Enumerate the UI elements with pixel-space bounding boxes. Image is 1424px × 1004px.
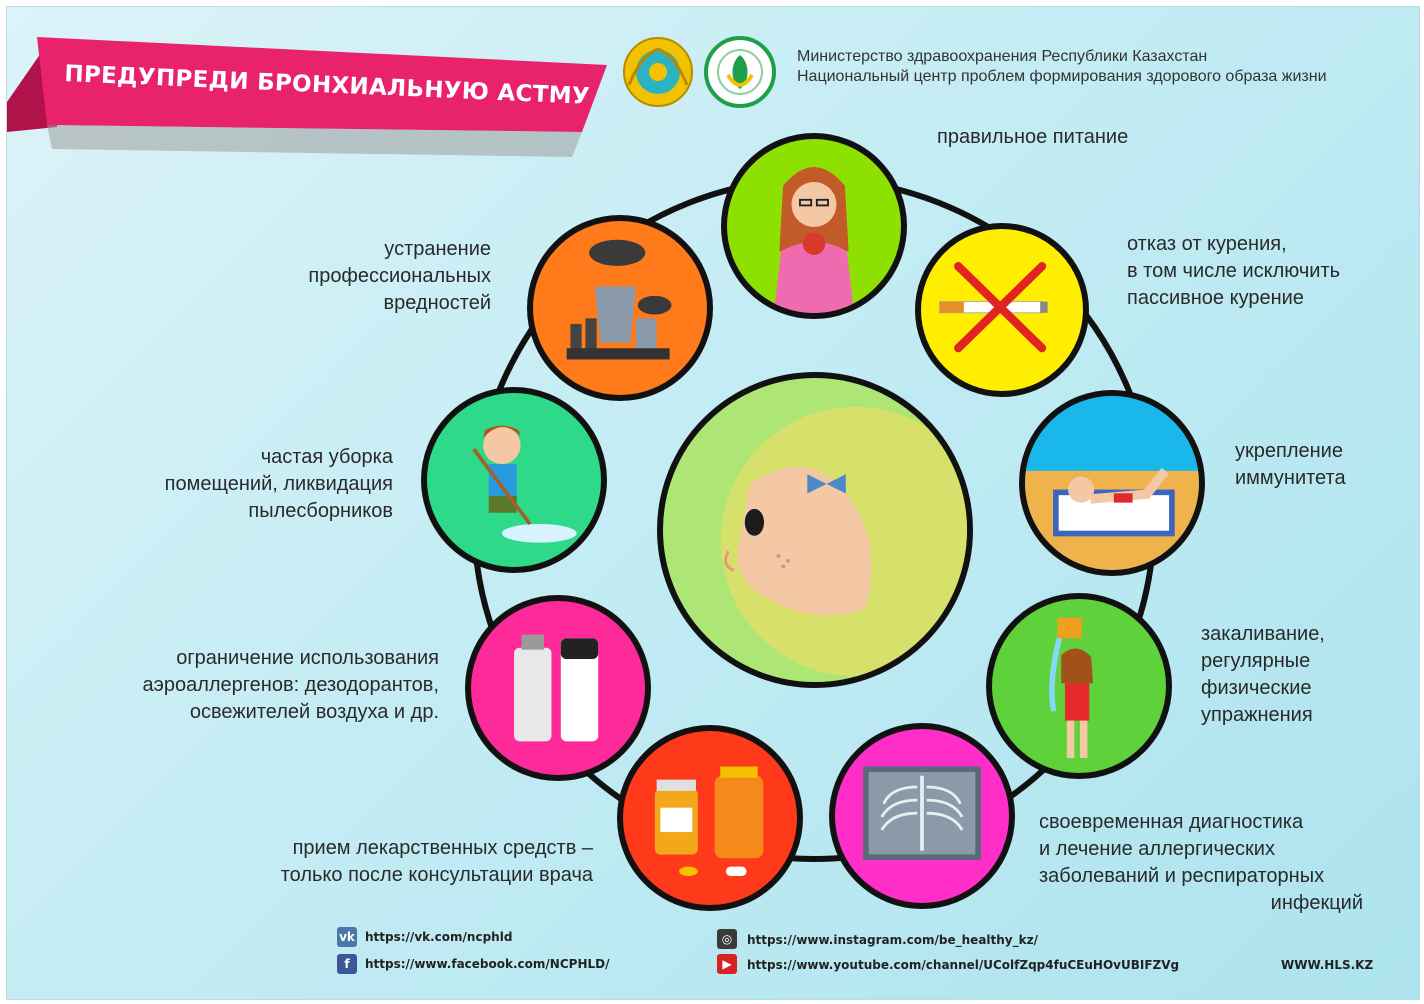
diagnostics-circle bbox=[829, 723, 1015, 909]
label-line: упражнения bbox=[1201, 704, 1313, 726]
aerosols-circle bbox=[465, 595, 651, 781]
youtube-icon: ▶ bbox=[717, 954, 737, 974]
label-line: помещений, ликвидация bbox=[164, 473, 393, 495]
poster: ПРЕДУПРЕДИ БРОНХИАЛЬНУЮ АСТМУ Министерст… bbox=[6, 6, 1420, 1000]
boy-mopping-icon bbox=[472, 425, 577, 543]
vk-icon: vk bbox=[337, 927, 357, 947]
hardening-circle bbox=[986, 593, 1172, 779]
label-line: пылесборников bbox=[248, 500, 393, 522]
cleaning-label: частая уборка помещений, ликвидация пыле… bbox=[165, 444, 393, 525]
label-line: только после консультации врача bbox=[280, 864, 593, 886]
nutrition-label: правильное питание bbox=[937, 124, 1128, 151]
chest-xray-icon bbox=[863, 766, 981, 860]
label-line: пассивное курение bbox=[1127, 287, 1304, 309]
sunbathing-icon bbox=[1025, 396, 1199, 570]
facebook-link[interactable]: https://www.facebook.com/NCPHLD/ bbox=[365, 957, 610, 971]
smoking-circle bbox=[915, 223, 1089, 397]
girl-pouring-water-icon bbox=[1049, 617, 1094, 759]
center-name: Национальный центр проблем формирования … bbox=[797, 68, 1327, 85]
label-line: физические bbox=[1201, 677, 1312, 699]
occupational-label: устранение профессиональных вредностей bbox=[308, 236, 491, 317]
smoking-label: отказ от курения, в том числе исключить … bbox=[1127, 231, 1340, 312]
label-line: вредностей bbox=[383, 292, 492, 314]
label-line: иммунитета bbox=[1235, 467, 1346, 489]
label-line: освежителей воздуха и др. bbox=[189, 701, 439, 723]
label-line: своевременная диагностика bbox=[1039, 811, 1304, 833]
facebook-icon: f bbox=[337, 954, 357, 974]
kazakhstan-emblem-icon bbox=[623, 37, 693, 107]
label-line: инфекций bbox=[1270, 892, 1363, 914]
no-smoking-icon bbox=[939, 262, 1048, 353]
child-face-icon bbox=[720, 406, 967, 677]
label-line: частая уборка bbox=[260, 446, 393, 468]
medication-circle bbox=[617, 725, 803, 911]
label-line: закаливание, bbox=[1201, 623, 1325, 645]
immunity-circle bbox=[1019, 390, 1205, 576]
label-line: устранение bbox=[384, 238, 491, 260]
occupational-circle bbox=[527, 215, 713, 401]
label-line: отказ от курения, bbox=[1127, 233, 1287, 255]
cleaning-circle bbox=[421, 387, 607, 573]
label-line: прием лекарственных средств – bbox=[292, 837, 593, 859]
label-line: профессиональных bbox=[308, 265, 491, 287]
instagram-icon: ◎ bbox=[717, 929, 737, 949]
label-line: укрепление bbox=[1235, 440, 1343, 462]
label-line: ограничение использования bbox=[176, 647, 439, 669]
label-line: в том числе исключить bbox=[1127, 260, 1341, 282]
center-face-circle bbox=[657, 372, 973, 688]
ministry-header: Министерство здравоохранения Республики … bbox=[797, 47, 1327, 87]
instagram-link[interactable]: https://www.instagram.com/be_healthy_kz/ bbox=[747, 933, 1038, 947]
aerosols-label: ограничение использования аэроаллергенов… bbox=[143, 645, 439, 726]
ministry-name: Министерство здравоохранения Республики … bbox=[797, 48, 1208, 65]
nutrition-circle bbox=[721, 133, 907, 319]
medicine-bottles-icon bbox=[654, 766, 764, 876]
spray-cans-icon bbox=[514, 634, 599, 742]
label-line: и лечение аллергических bbox=[1039, 838, 1275, 860]
diagnostics-label: своевременная диагностика и лечение алле… bbox=[1039, 809, 1363, 917]
youtube-link[interactable]: https://www.youtube.com/channel/UColfZqp… bbox=[747, 958, 1180, 972]
immunity-label: укрепление иммунитета bbox=[1235, 438, 1346, 492]
title-banner bbox=[7, 37, 607, 157]
vk-link[interactable]: https://vk.com/ncphld bbox=[365, 930, 513, 944]
label-line: регулярные bbox=[1201, 650, 1311, 672]
site-link[interactable]: WWW.HLS.KZ bbox=[1281, 958, 1374, 972]
label-line: заболеваний и респираторных bbox=[1039, 865, 1325, 887]
label-line: правильное питание bbox=[937, 126, 1129, 148]
woman-eating-icon bbox=[773, 167, 855, 313]
factory-icon bbox=[566, 239, 672, 360]
ncphld-logo-icon bbox=[704, 36, 776, 108]
label-line: аэроаллергенов: дезодорантов, bbox=[142, 674, 439, 696]
medication-label: прием лекарственных средств – только пос… bbox=[281, 835, 593, 889]
hardening-label: закаливание, регулярные физические упраж… bbox=[1201, 621, 1325, 729]
